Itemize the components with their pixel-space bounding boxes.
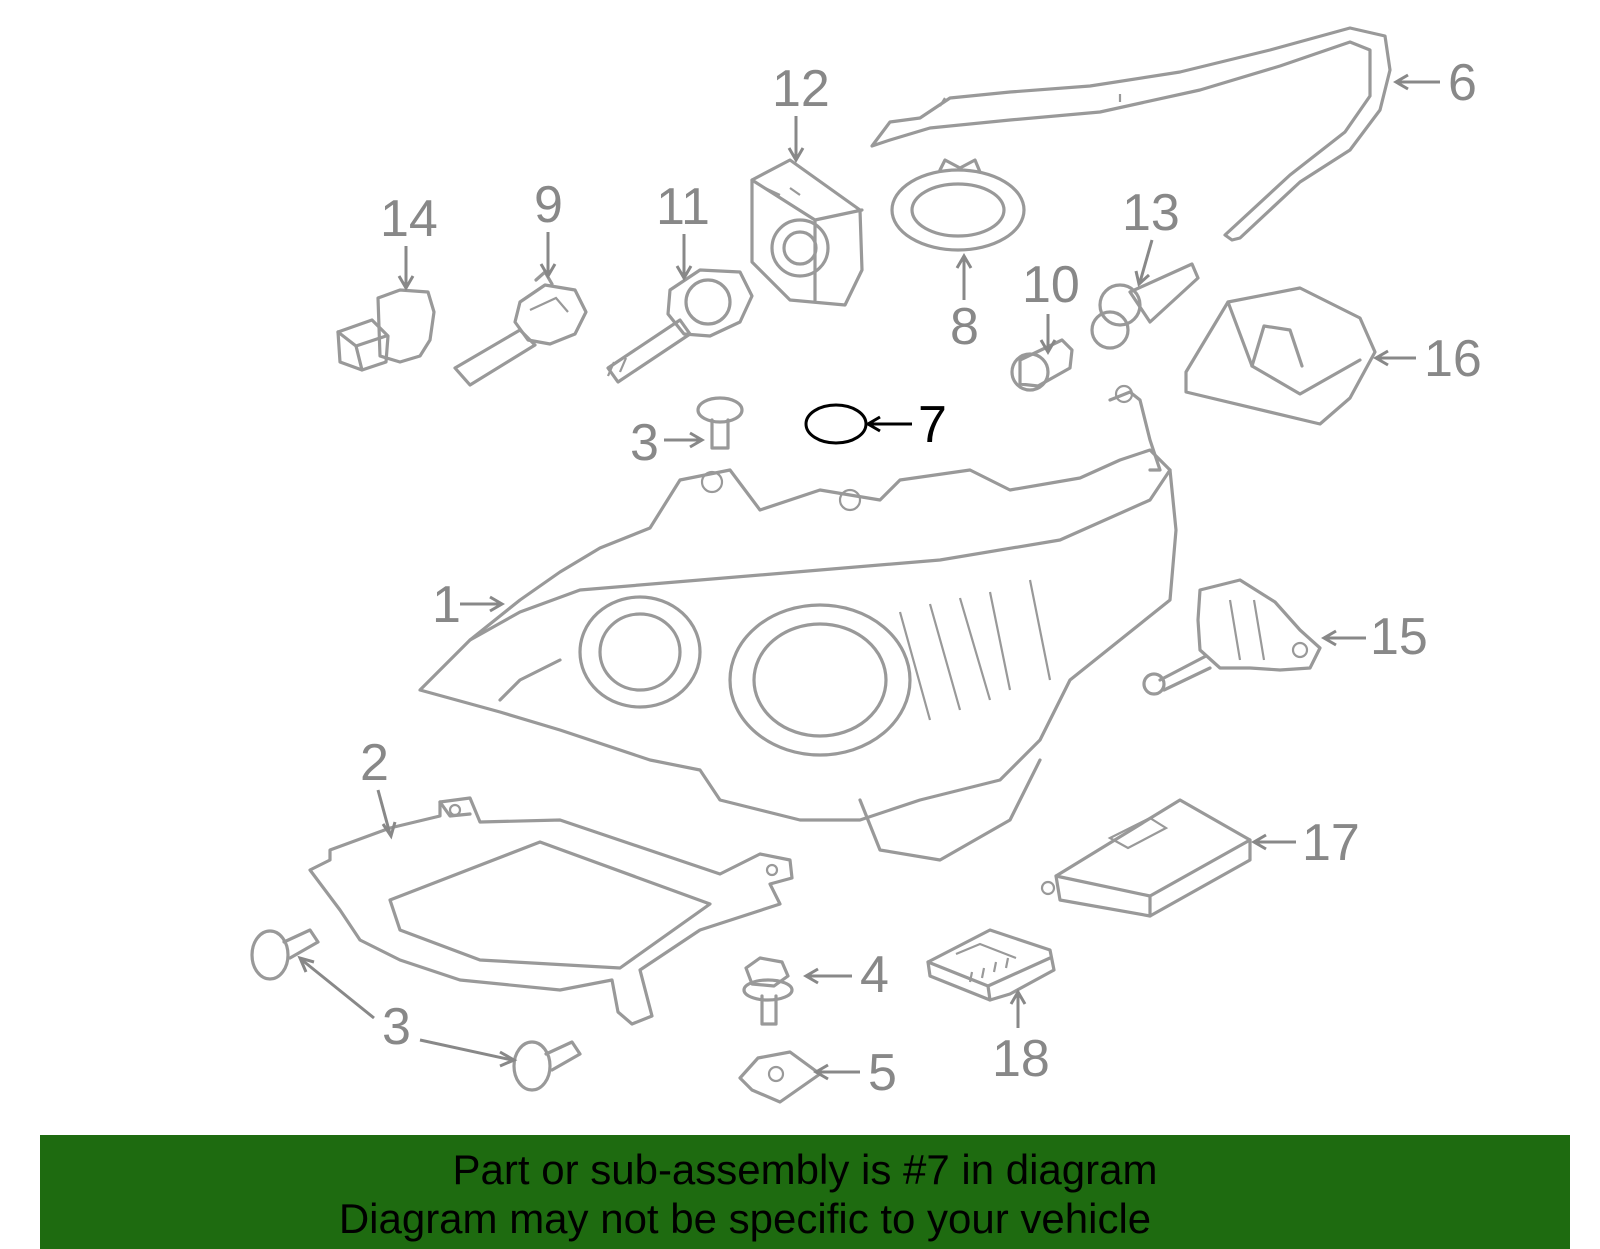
callout-14: 14 bbox=[380, 190, 438, 291]
part-18-module bbox=[926, 928, 1056, 1002]
svg-text:7: 7 bbox=[918, 396, 947, 454]
callout-10: 10 bbox=[1022, 256, 1080, 355]
svg-text:16: 16 bbox=[1424, 330, 1482, 388]
callout-1: 1 bbox=[432, 576, 505, 634]
part-17-ballast bbox=[1040, 798, 1252, 918]
part-10-small-bulb bbox=[1010, 338, 1074, 392]
svg-text:17: 17 bbox=[1302, 814, 1360, 872]
part-14-bulb bbox=[336, 288, 436, 372]
callout-8: 8 bbox=[950, 253, 979, 356]
callout-13: 13 bbox=[1122, 184, 1180, 287]
svg-text:12: 12 bbox=[772, 60, 830, 118]
banner-line-part-info: Part or sub-assembly is #7 in diagram bbox=[452, 1146, 1158, 1193]
part-2-bracket bbox=[308, 796, 794, 1026]
callout-6: 6 bbox=[1393, 54, 1477, 112]
svg-text:13: 13 bbox=[1122, 184, 1180, 242]
svg-text:3: 3 bbox=[630, 414, 659, 472]
callout-12: 12 bbox=[772, 60, 830, 163]
part-15-bulb-socket bbox=[1142, 578, 1322, 696]
parts-diagram: 1 2 3 3 4 5 6 7 8 9 10 11 bbox=[250, 26, 1482, 1104]
svg-text:11: 11 bbox=[656, 178, 710, 236]
svg-text:14: 14 bbox=[380, 190, 438, 248]
callout-7: 7 bbox=[865, 396, 947, 454]
svg-text:4: 4 bbox=[860, 946, 889, 1004]
part-16-cover bbox=[1184, 286, 1377, 426]
svg-text:9: 9 bbox=[534, 176, 563, 234]
banner-line-disclaimer: Diagram may not be specific to your vehi… bbox=[338, 1195, 1152, 1242]
part-13-bulb-holder bbox=[1090, 262, 1200, 350]
part-4-bolt bbox=[742, 956, 794, 1026]
part-8-seal-ring bbox=[890, 158, 1026, 252]
part-3-screw-top bbox=[696, 396, 744, 450]
callout-17: 17 bbox=[1251, 814, 1360, 872]
svg-text:15: 15 bbox=[1370, 608, 1428, 666]
svg-text:6: 6 bbox=[1448, 54, 1477, 112]
part-6-trim-strip bbox=[870, 26, 1392, 242]
callout-3a: 3 bbox=[630, 414, 705, 472]
part-3-screw-bottom bbox=[512, 1040, 582, 1092]
svg-text:8: 8 bbox=[950, 298, 979, 356]
callout-15: 15 bbox=[1321, 608, 1428, 666]
callout-16: 16 bbox=[1373, 330, 1482, 388]
part-12-socket bbox=[750, 158, 864, 307]
svg-text:1: 1 bbox=[432, 576, 461, 634]
svg-text:5: 5 bbox=[868, 1044, 897, 1102]
callout-9: 9 bbox=[534, 176, 563, 279]
callout-3b: 3 bbox=[297, 955, 518, 1068]
part-9-bulb bbox=[453, 270, 588, 387]
callout-2: 2 bbox=[360, 734, 397, 840]
info-banner: Part or sub-assembly is #7 in diagram Di… bbox=[40, 1135, 1570, 1249]
part-7-o-ring bbox=[804, 403, 868, 445]
svg-text:10: 10 bbox=[1022, 256, 1080, 314]
callout-5: 5 bbox=[813, 1044, 897, 1102]
callout-4: 4 bbox=[803, 946, 889, 1004]
svg-text:18: 18 bbox=[992, 1030, 1050, 1088]
part-1-headlight bbox=[418, 384, 1178, 862]
svg-text:2: 2 bbox=[360, 734, 389, 792]
callout-18: 18 bbox=[992, 989, 1050, 1088]
part-5-clip-nut bbox=[738, 1050, 822, 1104]
callout-11: 11 bbox=[656, 178, 710, 281]
svg-text:3: 3 bbox=[382, 998, 411, 1056]
part-11-xenon-bulb bbox=[606, 268, 754, 384]
part-3-screw-left bbox=[250, 928, 320, 981]
